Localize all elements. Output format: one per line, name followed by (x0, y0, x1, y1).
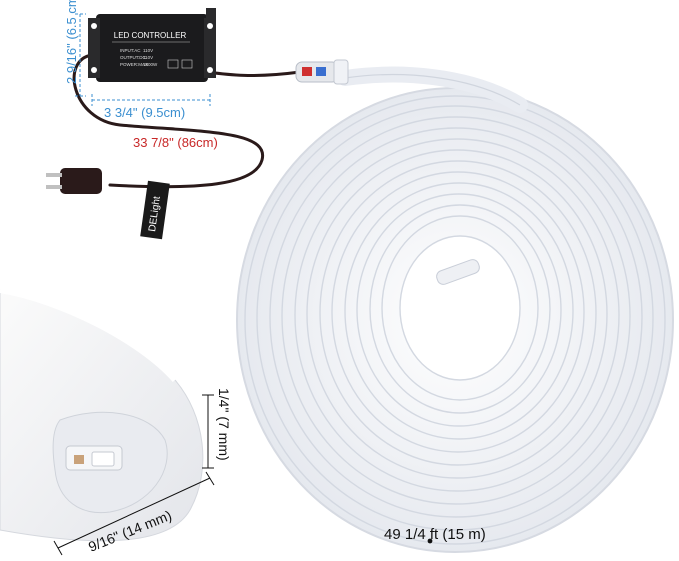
power-plug (46, 168, 102, 194)
led-strip-coil (236, 66, 674, 553)
controller-spec-6: 1000W (143, 62, 158, 67)
profile-dimension-lines (53, 394, 215, 556)
strip-connector (295, 59, 349, 85)
weee-mark-icon (181, 59, 193, 69)
strip-length-label: 49 1/4 ft (15 m) (384, 526, 486, 543)
controller-spec-1: INPUT:AC (120, 48, 141, 53)
brand-tag-text: DELight (147, 195, 163, 232)
controller-spec-2: 110V (143, 48, 153, 53)
controller-width-label: 3 3/4" (9.5cm) (104, 105, 186, 120)
cable-gland (206, 8, 216, 22)
brand-tag: DELight (140, 180, 170, 240)
controller-height-label: 2 9/16" (6.5 cm) (64, 0, 79, 84)
controller-spec-3: OUTPUT:DC (120, 55, 147, 60)
strip-profile-closeup (0, 287, 204, 542)
profile-height-label: 1/4" (7 mm) (216, 388, 232, 461)
controller-dimension-lines (75, 13, 211, 106)
controller-spec-4: 110V (143, 55, 153, 60)
controller-spec-5: POWER:MAX (120, 62, 148, 67)
compliance-mark-icon (167, 59, 179, 69)
led-controller-box: LED CONTROLLER INPUT:AC 110V OUTPUT:DC 1… (88, 8, 216, 82)
controller-title: LED CONTROLLER (114, 31, 187, 40)
cable-length-label: 33 7/8" (86cm) (133, 135, 218, 150)
